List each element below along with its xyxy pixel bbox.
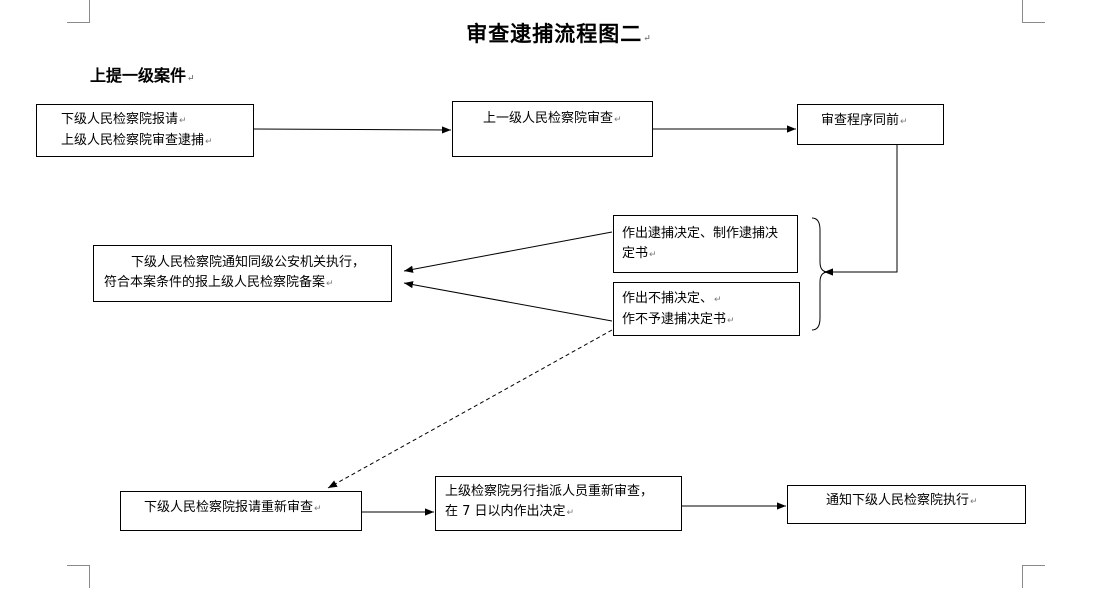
margin-corner-bottom-right — [1022, 565, 1045, 588]
box-arrest-decision: 作出逮捕决定、制作逮捕决 定书↵ — [613, 215, 798, 273]
margin-corner-bottom-left — [67, 565, 90, 588]
box-procedure: 审查程序同前↵ — [797, 104, 944, 145]
margin-corner-top-right — [1022, 0, 1045, 23]
arrow-arrest-to-notify — [403, 231, 613, 273]
diagram-title: 审查逮捕流程图二↵ — [466, 21, 652, 46]
box-rereview-request: 下级人民检察院报请重新审查↵ — [120, 491, 362, 531]
box-upper-review: 上一级人民检察院审查↵ — [452, 101, 653, 157]
connector-procedure-down — [824, 145, 898, 276]
box-no-arrest-decision: 作出不捕决定、↵ 作不予逮捕决定书↵ — [613, 282, 800, 336]
arrow-noarrest-to-notify — [403, 281, 613, 322]
arrow-request-to-review — [253, 126, 452, 134]
box-notify-police: 下级人民检察院通知同级公安机关执行， 符合本案条件的报上级人民检察院备案↵ — [93, 245, 392, 302]
diagram-subtitle: 上提一级案件↵ — [90, 66, 195, 85]
box-notify-execute: 通知下级人民检察院执行↵ — [787, 485, 1026, 524]
margin-corner-top-left — [67, 0, 90, 23]
brace-decisions — [811, 217, 829, 331]
arrow-noarrest-to-rereview-dashed — [327, 329, 613, 489]
box-request-review: 下级人民检察院报请↵ 上级人民检察院审查逮捕↵ — [36, 104, 254, 157]
box-reassign-review: 上级检察院另行指派人员重新审查， 在 7 日以内作出决定↵ — [435, 476, 682, 531]
